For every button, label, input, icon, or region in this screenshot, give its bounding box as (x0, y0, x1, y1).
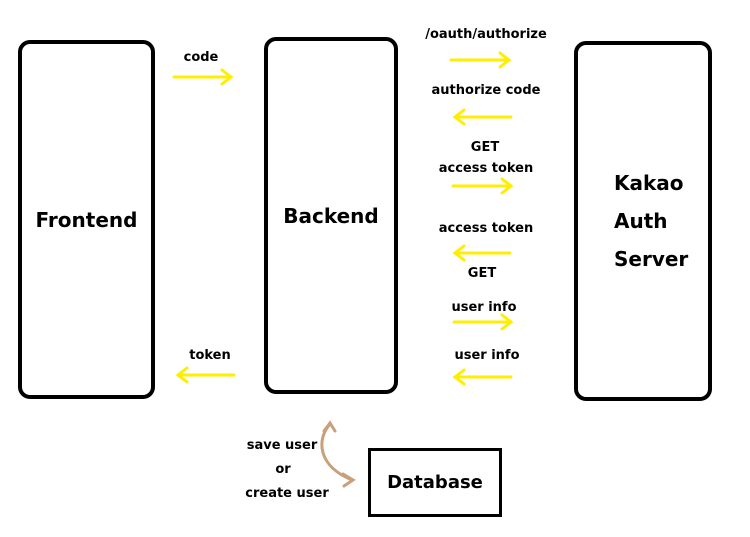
arrow-user-info (452, 368, 513, 386)
edge-label-save-user: save user (246, 438, 318, 453)
edge-label-or: or (275, 462, 291, 477)
frontend-box: Frontend (18, 40, 155, 399)
edge-label-get-2: GET (467, 266, 497, 281)
kakao-label-line-3: Server (614, 247, 689, 271)
database-label: Database (387, 471, 483, 493)
edge-label-get-1: GET (470, 140, 500, 155)
kakao-auth-server-box: Kakao Auth Server (574, 41, 712, 401)
frontend-label: Frontend (35, 207, 138, 232)
arrow-get-user-info (452, 313, 514, 331)
edge-label-create-user: create user (245, 486, 329, 501)
arrow-token (175, 366, 236, 384)
edge-label-user-info-2: user info (454, 348, 520, 363)
edge-label-token: token (189, 348, 231, 363)
arrow-get-access-token (451, 177, 514, 195)
kakao-label-line-2: Auth (614, 209, 668, 233)
kakao-label-line-1: Kakao (614, 171, 684, 195)
edge-label-access-token-2: access token (438, 221, 534, 236)
edge-label-code: code (183, 50, 219, 65)
edge-label-authorize-code: authorize code (431, 83, 541, 98)
edge-label-access-token-1: access token (438, 161, 534, 176)
arrow-access-token (452, 244, 512, 262)
arrow-code (172, 68, 234, 86)
edge-label-oauth-authorize: /oauth/authorize (425, 27, 547, 42)
arrow-authorize-code (452, 108, 513, 126)
arrow-oauth-authorize (449, 51, 512, 69)
backend-label: Backend (283, 203, 379, 228)
arrow-backend-database (320, 420, 356, 488)
database-box: Database (368, 448, 502, 517)
edge-label-user-info-1: user info (451, 300, 517, 315)
backend-box: Backend (264, 37, 398, 394)
